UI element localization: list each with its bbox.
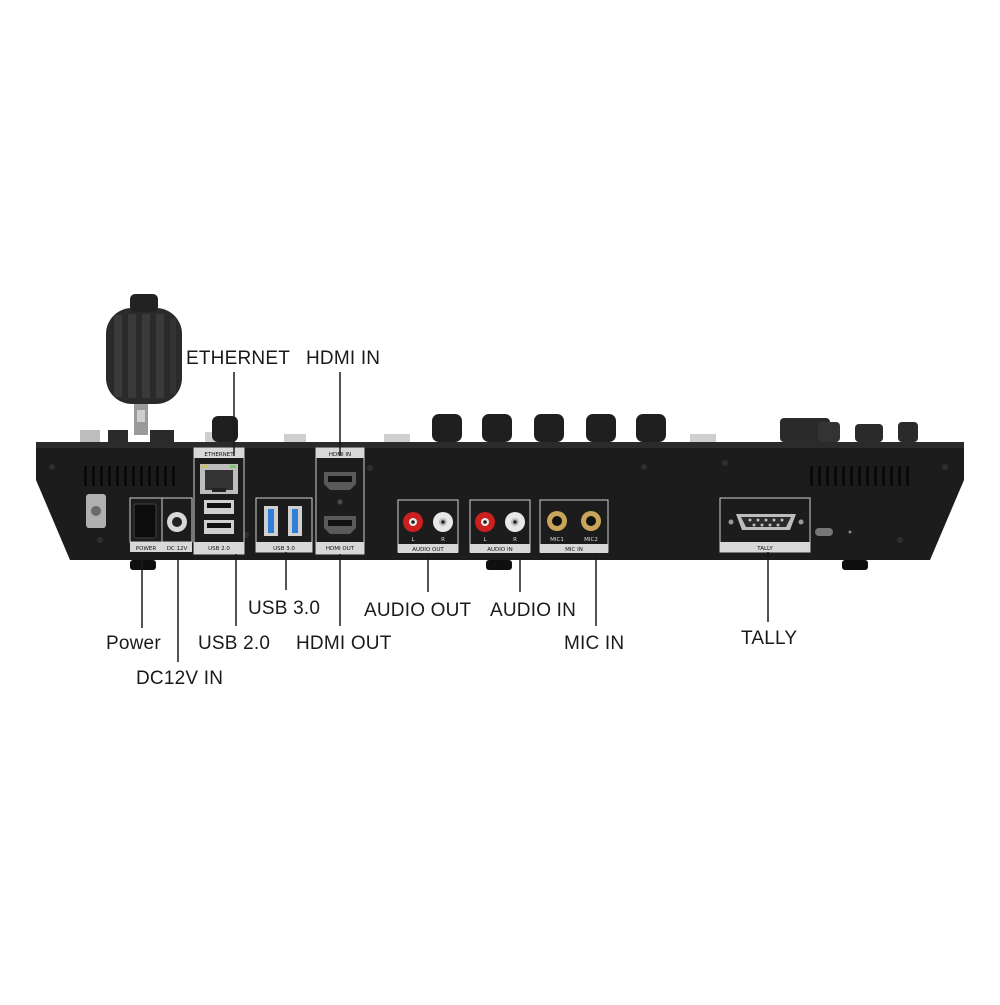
callout-mic-in: MIC IN (564, 633, 625, 654)
callout-tally: TALLY (741, 628, 798, 649)
callout-usb30: USB 3.0 (248, 598, 321, 619)
top-controls (80, 414, 918, 442)
dc12v-jack: DC 12V (161, 497, 193, 552)
leader-lines (141, 372, 769, 662)
tally-block: TALLY (719, 497, 811, 553)
callout-audio-in: AUDIO IN (490, 600, 577, 621)
audio-out-l-label: L (411, 537, 415, 543)
audio-in-block: L R AUDIO IN (469, 499, 531, 553)
usb30-panel-label: USB 3.0 (273, 546, 295, 552)
callout-hdmi-out: HDMI OUT (296, 633, 392, 654)
callout-usb20: USB 2.0 (198, 633, 271, 654)
joystick (106, 294, 182, 435)
audio-in-panel-label: AUDIO IN (487, 547, 512, 553)
audio-out-panel-label: AUDIO OUT (412, 547, 444, 553)
audio-out-r-label: R (441, 537, 445, 543)
mic2-label: MIC2 (584, 537, 598, 543)
mic1-label: MIC1 (550, 537, 564, 543)
left-vent (84, 466, 175, 486)
callout-hdmi-in: HDMI IN (306, 348, 381, 369)
audio-out-block: L R AUDIO OUT (397, 499, 459, 553)
callout-audio-out: AUDIO OUT (364, 600, 472, 621)
audio-in-l-label: L (483, 537, 487, 543)
usb-c-port (815, 528, 833, 536)
security-lock-slot (86, 494, 106, 528)
ethernet-usb2-block: ETHERNET USB 2.0 (193, 447, 245, 555)
mic-in-block: MIC1 MIC2 MIC IN (539, 499, 609, 553)
usb20-panel-label: USB 2.0 (208, 546, 230, 552)
dc12v-panel-label: DC 12V (167, 546, 188, 552)
tally-panel-label: TALLY (756, 546, 773, 552)
right-vent (810, 466, 909, 486)
callout-dc12v-in: DC12V IN (136, 668, 224, 689)
callout-ethernet: ETHERNET (186, 348, 290, 369)
usb30-block: USB 3.0 (255, 497, 313, 553)
hdmi-out-panel-label: HDMI OUT (326, 546, 355, 552)
audio-in-r-label: R (513, 537, 517, 543)
status-led (848, 530, 852, 534)
power-panel-label: POWER (136, 546, 157, 552)
ethernet-panel-label: ETHERNET (204, 452, 234, 458)
callout-power: Power (106, 633, 161, 654)
mic-in-panel-label: MIC IN (565, 547, 583, 553)
